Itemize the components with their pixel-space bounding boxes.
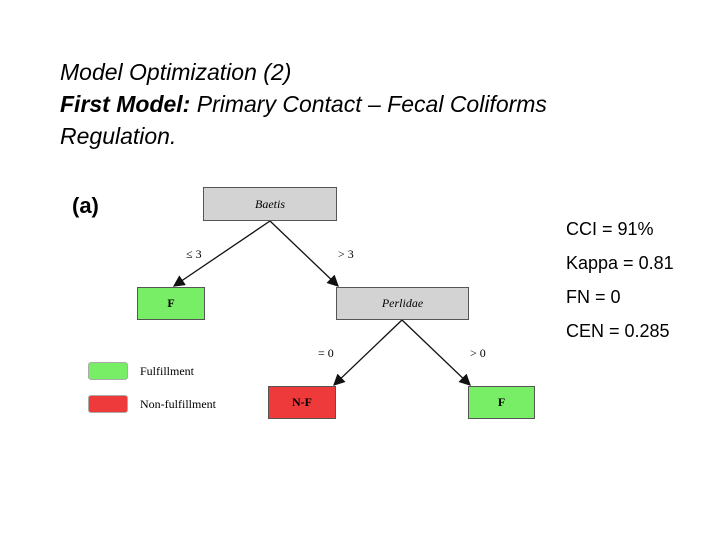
legend-swatch-non-fulfillment [88,395,128,413]
edge-label-root-left: ≤ 3 [186,247,202,261]
node-leaf-f: F [468,386,535,419]
node-split2: Perlidae [336,287,469,320]
title-line-1: Model Optimization (2) [60,59,292,85]
legend-swatch-fulfillment [88,362,128,380]
edge-label-root-right: > 3 [338,247,354,261]
title-line-3: Regulation. [60,123,177,149]
metric-cen: CEN = 0.285 [566,321,670,341]
panel-label: (a) [72,193,99,218]
title-line-2-rest: Primary Contact – Fecal Coliforms [190,91,547,117]
node-left-leaf: F [137,287,205,320]
edge-label-split2-left: = 0 [318,346,334,360]
edge-root-right [269,220,339,287]
edge-root-left [172,220,271,287]
node-leaf-nf: N-F [268,386,336,419]
node-root: Baetis [203,187,337,221]
metrics-list: CCI = 91% Kappa = 0.81 FN = 0 CEN = 0.28… [566,212,674,348]
metric-fn: FN = 0 [566,287,621,307]
edge-label-split2-right: > 0 [470,346,486,360]
legend-label-fulfillment: Fulfillment [140,364,194,378]
edge-split2-right [401,319,471,386]
title-line-2: First Model: Primary Contact – Fecal Col… [60,88,547,120]
edge-split2-left [333,319,403,386]
metric-kappa: Kappa = 0.81 [566,253,674,273]
slide-title: Model Optimization (2) First Model: Prim… [60,56,547,152]
metric-cci: CCI = 91% [566,219,654,239]
title-line-2-bold: First Model: [60,91,191,117]
legend-label-non-fulfillment: Non-fulfillment [140,397,216,411]
